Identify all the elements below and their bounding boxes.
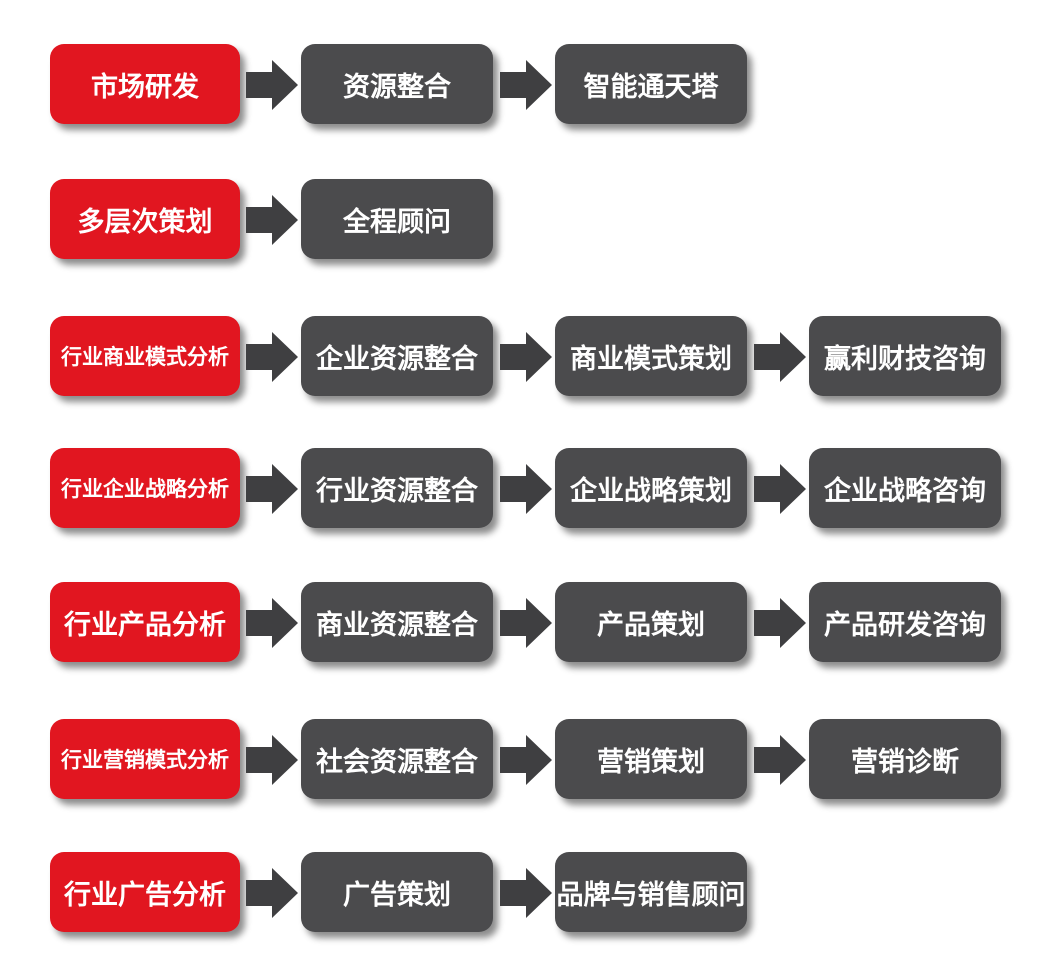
start-box: 行业产品分析 xyxy=(50,582,240,662)
start-box: 多层次策划 xyxy=(50,179,240,259)
start-box: 行业商业模式分析 xyxy=(50,316,240,396)
arrow-right-icon xyxy=(754,598,806,648)
step-box: 广告策划 xyxy=(301,852,493,932)
arrow-right-icon xyxy=(500,735,552,785)
arrow-right-icon xyxy=(246,598,298,648)
step-box: 营销诊断 xyxy=(809,719,1001,799)
arrow-right-icon xyxy=(246,195,298,245)
arrow-right-icon xyxy=(754,332,806,382)
flow-row-6: 行业营销模式分析 社会资源整合 营销策划 营销诊断 xyxy=(0,719,1050,801)
flow-row-3: 行业商业模式分析 企业资源整合 商业模式策划 赢利财技咨询 xyxy=(0,316,1050,398)
arrow-right-icon xyxy=(500,868,552,918)
flow-row-1: 市场研发 资源整合 智能通天塔 xyxy=(0,44,1050,126)
start-box: 行业广告分析 xyxy=(50,852,240,932)
flow-row-2: 多层次策划 全程顾问 xyxy=(0,179,1050,261)
step-box: 全程顾问 xyxy=(301,179,493,259)
step-box: 企业战略咨询 xyxy=(809,448,1001,528)
start-box: 行业营销模式分析 xyxy=(50,719,240,799)
step-box: 营销策划 xyxy=(555,719,747,799)
arrow-right-icon xyxy=(246,735,298,785)
arrow-right-icon xyxy=(246,464,298,514)
arrow-right-icon xyxy=(500,332,552,382)
step-box: 商业资源整合 xyxy=(301,582,493,662)
arrow-right-icon xyxy=(754,464,806,514)
step-box: 资源整合 xyxy=(301,44,493,124)
flow-row-4: 行业企业战略分析 行业资源整合 企业战略策划 企业战略咨询 xyxy=(0,448,1050,530)
step-box: 产品策划 xyxy=(555,582,747,662)
step-box: 赢利财技咨询 xyxy=(809,316,1001,396)
step-box: 智能通天塔 xyxy=(555,44,747,124)
flow-row-5: 行业产品分析 商业资源整合 产品策划 产品研发咨询 xyxy=(0,582,1050,664)
arrow-right-icon xyxy=(500,598,552,648)
step-box: 行业资源整合 xyxy=(301,448,493,528)
step-box: 企业战略策划 xyxy=(555,448,747,528)
arrow-right-icon xyxy=(754,735,806,785)
start-box: 市场研发 xyxy=(50,44,240,124)
step-box: 产品研发咨询 xyxy=(809,582,1001,662)
step-box: 企业资源整合 xyxy=(301,316,493,396)
step-box: 商业模式策划 xyxy=(555,316,747,396)
arrow-right-icon xyxy=(246,868,298,918)
arrow-right-icon xyxy=(500,464,552,514)
start-box: 行业企业战略分析 xyxy=(50,448,240,528)
flow-row-7: 行业广告分析 广告策划 品牌与销售顾问 xyxy=(0,852,1050,934)
arrow-right-icon xyxy=(246,60,298,110)
step-box: 社会资源整合 xyxy=(301,719,493,799)
step-box: 品牌与销售顾问 xyxy=(555,852,747,932)
arrow-right-icon xyxy=(500,60,552,110)
arrow-right-icon xyxy=(246,332,298,382)
